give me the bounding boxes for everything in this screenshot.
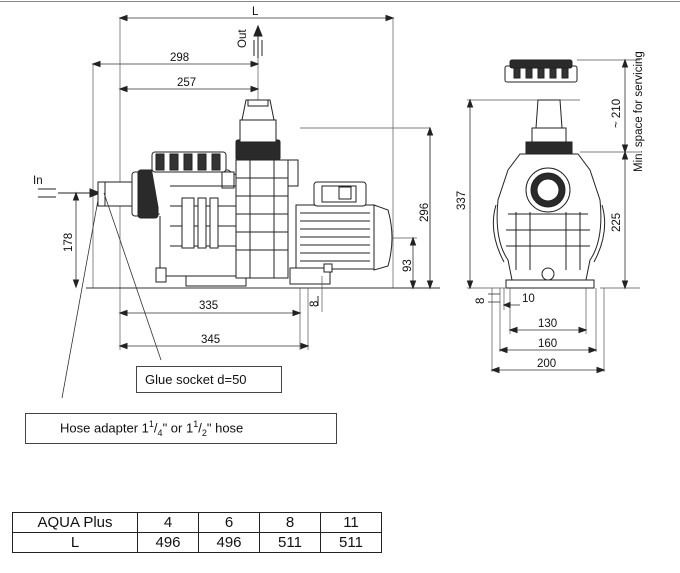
model-length-table: AQUA Plus 4 6 8 11 L 496 496 511 511 (12, 512, 382, 553)
dim-8-front: 8 (475, 298, 487, 304)
dim-160: 160 (538, 338, 557, 350)
front-dimensions: 337 ~ 210 225 Min. space for servicing 8… (456, 51, 645, 370)
table-length-cell: 496 (137, 532, 199, 553)
in-label: In (33, 175, 43, 187)
dim-8-side: 8 (309, 301, 321, 307)
table-length-cell: 511 (320, 532, 382, 553)
table-model-cell: 8 (259, 512, 321, 533)
table-model-cell: 11 (320, 512, 382, 533)
hose-prefix: Hose adapter 1 (60, 420, 149, 436)
dim-298: 298 (170, 52, 189, 64)
table-row-label: L (12, 532, 138, 553)
dim-257: 257 (177, 77, 196, 89)
dim-93: 93 (402, 259, 414, 272)
table-header-label: AQUA Plus (12, 512, 138, 533)
hose-adapter-callout: Hose adapter 11/4" or 11/2" hose (25, 413, 337, 444)
glue-socket-label: Glue socket d=50 (145, 372, 247, 387)
out-label: Out (237, 29, 249, 48)
dim-296: 296 (419, 203, 431, 222)
glue-socket-callout: Glue socket d=50 (136, 366, 282, 393)
dim-210: ~ 210 (611, 99, 623, 128)
hose-mid: " or 1 (162, 420, 194, 436)
hose-frac2-num: 1 (193, 419, 199, 430)
hose-frac2-den: 2 (201, 427, 207, 438)
table-model-cell: 4 (137, 512, 199, 533)
dim-200: 200 (537, 358, 556, 370)
dim-130: 130 (538, 318, 557, 330)
front-view (466, 58, 640, 374)
hose-suffix: " hose (206, 420, 244, 436)
table-header-row: AQUA Plus 4 6 8 11 (12, 512, 382, 533)
hose-adapter-label: Hose adapter 11/4" or 11/2" hose (60, 419, 244, 438)
hose-frac1-num: 1 (148, 419, 154, 430)
hose-frac1-den: 4 (157, 427, 163, 438)
dim-10: 10 (522, 293, 535, 305)
dim-178: 178 (63, 233, 75, 252)
table-model-cell: 6 (198, 512, 260, 533)
dim-225: 225 (611, 213, 623, 232)
table-length-cell: 511 (259, 532, 321, 553)
side-dimensions: L Out 298 257 In 178 335 345 296 93 8 (33, 6, 431, 346)
dim-345: 345 (201, 334, 220, 346)
side-view (38, 14, 440, 399)
dim-L: L (252, 6, 259, 18)
service-note: Min. space for servicing (633, 51, 645, 172)
table-row: L 496 496 511 511 (12, 532, 382, 553)
table-length-cell: 496 (198, 532, 260, 553)
dim-337: 337 (456, 191, 468, 210)
dim-335: 335 (199, 300, 218, 312)
